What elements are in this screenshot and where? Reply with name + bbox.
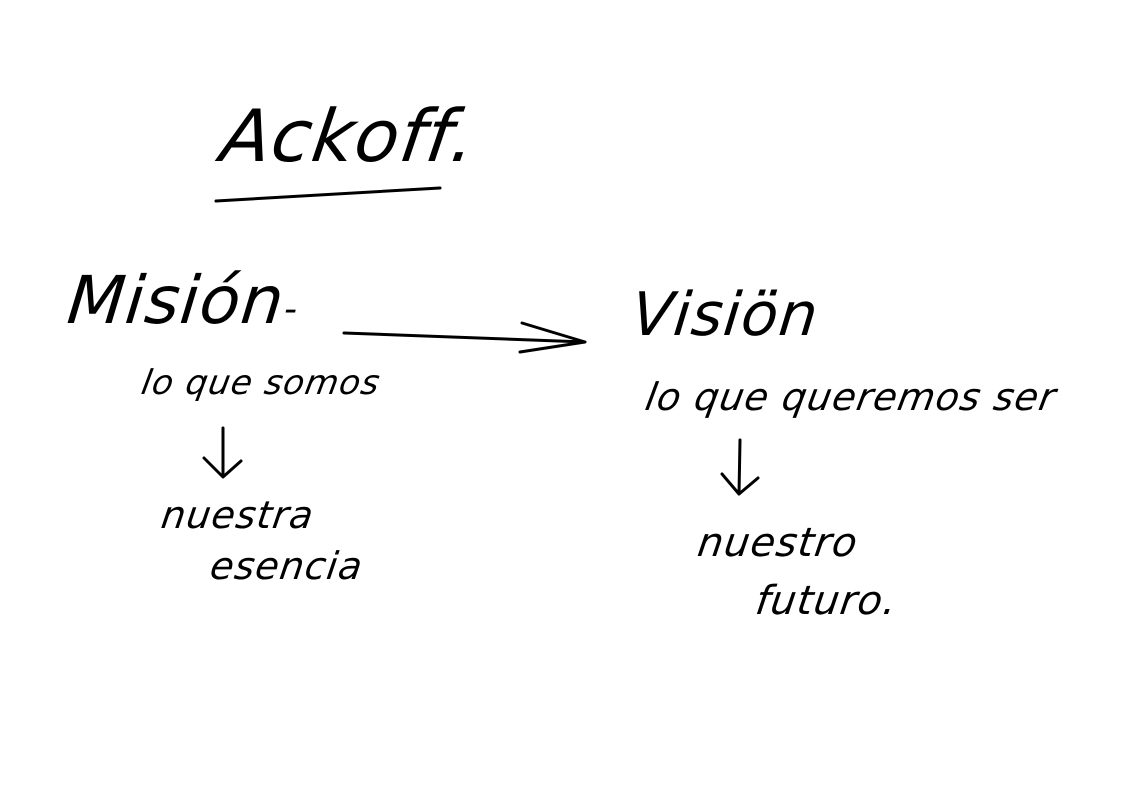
vision-result-line2: futuro. (752, 578, 901, 624)
mission-dash: - (284, 289, 298, 330)
vision-term: Visiön (628, 280, 823, 350)
mission-definition: lo que somos (138, 363, 384, 403)
mission-result: nuestra esencia (151, 490, 374, 593)
vision-result: nuestro futuro. (686, 514, 909, 630)
mission-result-line1: nuestra (158, 493, 317, 537)
mission-to-vision-arrow (342, 321, 587, 354)
mission-down-arrow (202, 426, 243, 479)
mission-term: Misión (64, 262, 289, 339)
diagram-title: Ackoff. (216, 94, 482, 178)
vision-definition: lo que queremos ser (642, 375, 1060, 419)
mission-result-line2: esencia (207, 544, 366, 589)
title-underline (214, 186, 442, 203)
vision-result-line1: nuestro (694, 520, 862, 566)
vision-down-arrow (720, 438, 760, 496)
